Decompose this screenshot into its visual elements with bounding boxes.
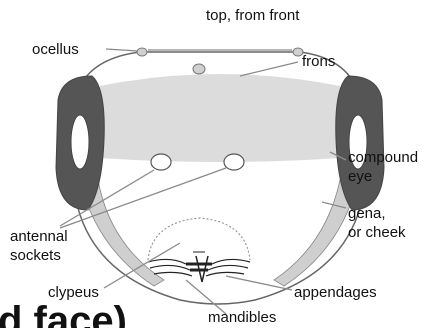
compound-eye-label-1: compound <box>348 149 418 166</box>
appendages-label: appendages <box>294 284 377 301</box>
title-label: top, from front <box>206 7 300 24</box>
ocellus-left <box>137 48 147 56</box>
antennal-socket-left <box>151 154 171 170</box>
leader-ocellus <box>106 49 138 51</box>
frons-label: frons <box>302 53 335 70</box>
gena-label-1: gena, <box>348 205 386 222</box>
gena-label-2: or cheek <box>348 224 406 241</box>
ocellus-median <box>193 64 205 74</box>
antennal-socket-right <box>224 154 244 170</box>
compound-eye-label-2: eye <box>348 168 372 185</box>
antennal-label-2: sockets <box>10 247 61 264</box>
cropped-caption: d face) <box>0 299 127 328</box>
compound-eye-left-highlight <box>71 115 89 169</box>
frons-region <box>100 74 340 162</box>
antennal-label-1: antennal <box>10 228 68 245</box>
mandibles-label: mandibles <box>208 309 276 326</box>
ocellus-label: ocellus <box>32 41 79 58</box>
